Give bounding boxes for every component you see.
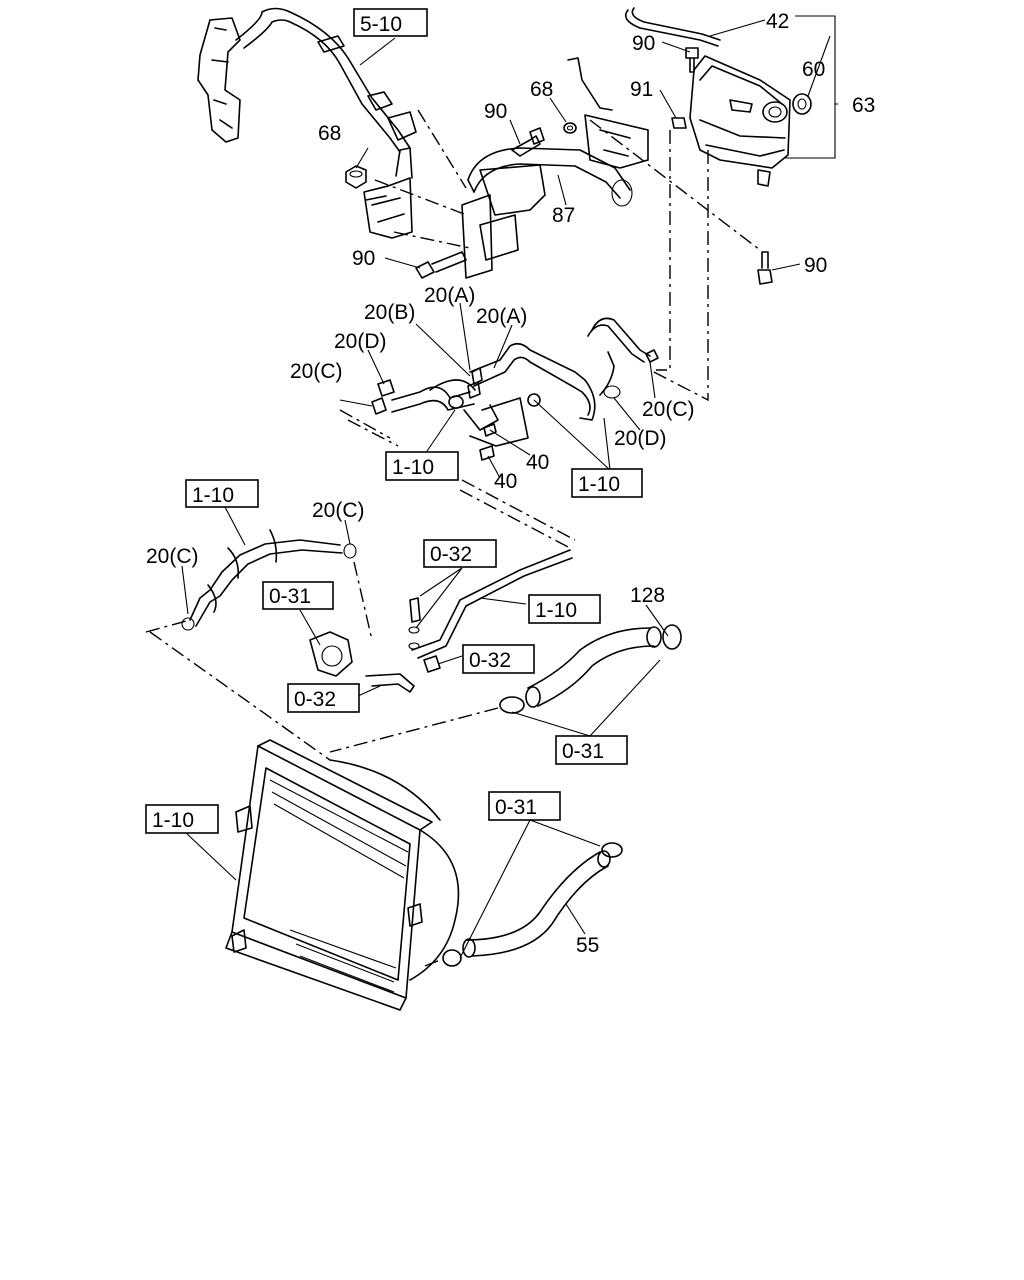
callout-box-0-32	[287, 683, 360, 713]
callout-box-1-10	[185, 479, 259, 508]
reservoir-tank-63	[624, 7, 791, 187]
callout-0-32: 0-32	[469, 649, 511, 672]
washer-68-right	[563, 122, 577, 134]
clip-91	[671, 117, 687, 129]
pipe-87-assembly	[461, 57, 649, 279]
callout-1-10: 1-10	[152, 809, 194, 832]
callout-40: 40	[526, 451, 549, 474]
leader-lines	[145, 15, 838, 967]
callout-0-31: 0-31	[269, 585, 311, 608]
callout-128: 128	[630, 584, 665, 607]
bolt-90-top	[685, 47, 699, 73]
callout-box-1-10	[385, 451, 459, 481]
callout-1-10: 1-10	[192, 484, 234, 507]
callout-1-10: 1-10	[535, 599, 577, 622]
callout-20c: 20(C)	[146, 545, 199, 568]
radiator	[225, 739, 460, 1011]
callout-20c: 20(C)	[290, 360, 343, 383]
callout-90: 90	[352, 247, 375, 270]
callout-box-1-10	[145, 804, 219, 834]
callout-box-0-32	[462, 644, 535, 674]
callout-42: 42	[766, 10, 789, 33]
callout-40: 40	[494, 470, 517, 493]
callout-5-10: 5-10	[360, 13, 402, 36]
callout-box-5-10	[353, 8, 428, 37]
callout-90: 90	[484, 100, 507, 123]
callout-55: 55	[576, 934, 599, 957]
callout-20d: 20(D)	[614, 427, 667, 450]
callout-20b: 20(B)	[364, 301, 415, 324]
callout-box-1-10	[571, 468, 643, 498]
callout-1-10: 1-10	[578, 473, 620, 496]
callout-0-31: 0-31	[495, 796, 537, 819]
mid-hose-assembly	[371, 317, 659, 461]
callout-20c: 20(C)	[642, 398, 695, 421]
callout-0-32: 0-32	[430, 543, 472, 566]
callout-60: 60	[802, 58, 825, 81]
callout-box-0-31	[555, 735, 628, 765]
valve-assembly	[309, 549, 573, 693]
callout-90: 90	[632, 32, 655, 55]
callout-91: 91	[630, 78, 653, 101]
left-hose-assembly	[181, 529, 357, 631]
callout-box-0-31	[488, 791, 561, 821]
callout-90: 90	[804, 254, 827, 277]
callout-1-10: 1-10	[392, 456, 434, 479]
callout-20d: 20(D)	[334, 330, 387, 353]
bolt-90-lower	[415, 251, 467, 279]
callout-0-32: 0-32	[294, 688, 336, 711]
callout-box-0-32	[423, 539, 497, 568]
callout-0-31: 0-31	[562, 740, 604, 763]
callout-20a: 20(A)	[476, 305, 527, 328]
callout-box-1-10	[528, 594, 601, 624]
callout-20c: 20(C)	[312, 499, 365, 522]
callout-68: 68	[530, 78, 553, 101]
callout-63: 63	[852, 94, 875, 117]
callout-68: 68	[318, 122, 341, 145]
cap-60	[792, 93, 812, 115]
hose-55	[442, 842, 623, 967]
callout-87: 87	[552, 204, 575, 227]
hose-128	[499, 624, 682, 714]
callout-labels: 5-10 42 90 60 63 91 68 90 68 87 90 90 20…	[145, 8, 875, 957]
nut-68-left	[345, 165, 367, 189]
bolt-90-right	[757, 251, 773, 285]
callout-box-0-31	[262, 581, 334, 610]
bolt-90-middle	[511, 127, 545, 157]
upper-pipe-bracket	[197, 7, 417, 239]
callout-20a: 20(A)	[424, 284, 475, 307]
